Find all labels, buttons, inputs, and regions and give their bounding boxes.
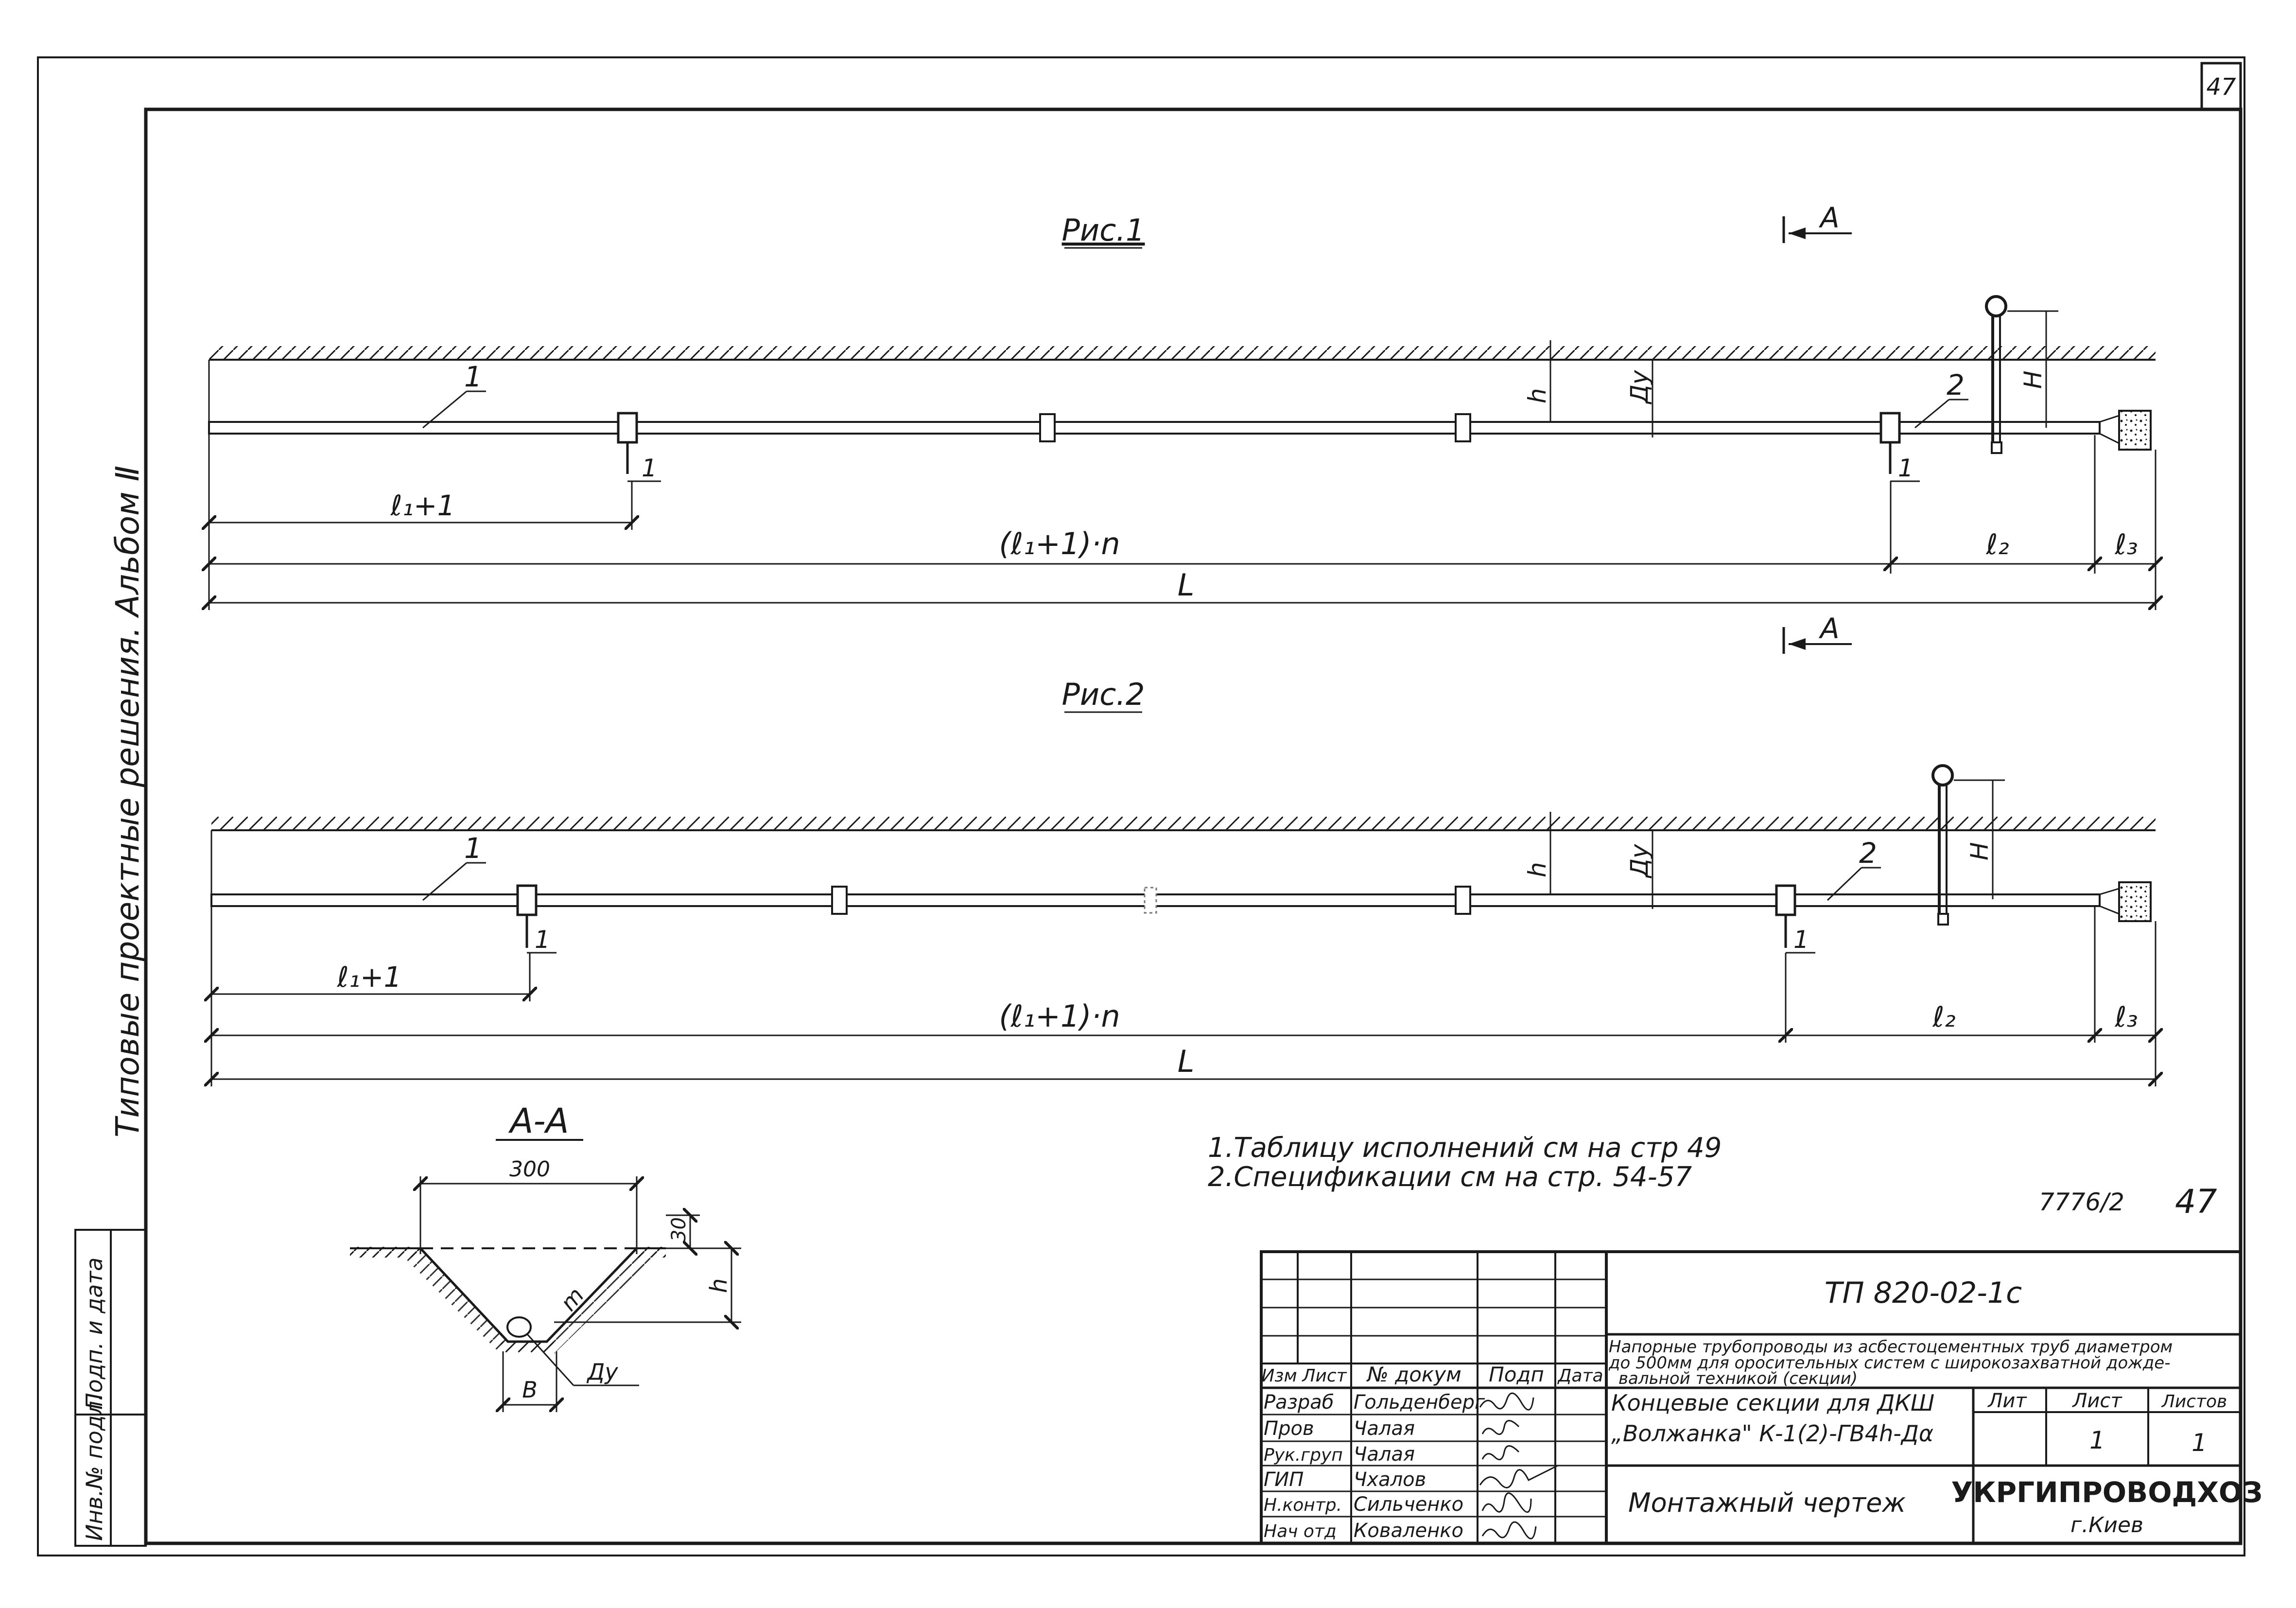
fig2-ground-hatch xyxy=(211,817,2156,830)
fig2-dim-total-n: (ℓ₁+1)·n xyxy=(999,998,1120,1034)
tb-name: Сильченко xyxy=(1354,1493,1463,1516)
tb-role: Н.контр. xyxy=(1264,1495,1342,1515)
tb-doc-code: ТП 820-02-1с xyxy=(1825,1276,2022,1310)
fig1-coupling xyxy=(1879,412,1901,444)
tb-description-1: Напорные трубопроводы из асбестоцементны… xyxy=(1609,1337,2173,1357)
tb-list-value: 1 xyxy=(2089,1426,2105,1454)
fig2-dim-l1: ℓ₁+1 xyxy=(337,961,402,994)
fig1-ground-hatch xyxy=(209,346,2156,360)
fig1-title: Рис.1 xyxy=(1062,212,1145,248)
signatures xyxy=(1479,1392,1558,1539)
fig1-coupling xyxy=(1455,413,1471,442)
tb-listov-value: 1 xyxy=(2192,1429,2207,1457)
tb-name: Чхалов xyxy=(1354,1468,1426,1491)
fig1-coupling xyxy=(1039,413,1056,442)
fig1-coupling xyxy=(617,412,638,444)
tb-name: Гольденберг xyxy=(1354,1391,1485,1414)
fig1-section-mark-bottom: А xyxy=(1818,612,1840,645)
fig2-coupling xyxy=(1775,884,1796,916)
notes: 1.Таблицу исполнений см на стр 49 2.Спец… xyxy=(1208,1132,1722,1193)
tb-organization: УКРГИПРОВОДХОЗ xyxy=(1951,1476,2263,1509)
section-aa: А-А 300 30 h m B Ду xyxy=(350,1101,741,1412)
section-aa-pipe xyxy=(506,1316,532,1338)
page-number: 47 xyxy=(2206,73,2236,101)
tb-drawing-type: Монтажный чертеж xyxy=(1628,1487,1906,1518)
fig2-pos1: 1 xyxy=(464,832,482,865)
fig2-dim-L: L xyxy=(1178,1044,1195,1079)
tb-name: Коваленко xyxy=(1354,1520,1463,1542)
stamp-podp-data: Подп. и дата xyxy=(81,1258,107,1410)
fig2-dim-l3: ℓ₃ xyxy=(2114,1000,2138,1033)
section-aa-label-h: h xyxy=(705,1278,732,1293)
fig1-dim-l1: ℓ₁+1 xyxy=(390,489,455,522)
tb-lit-label: Лит xyxy=(1987,1390,2027,1412)
section-aa-width: 300 xyxy=(509,1157,550,1182)
tb-name: Чалая xyxy=(1354,1443,1415,1466)
fig2-label-H: H xyxy=(1966,842,1994,860)
figure-1: Рис.1 А h Ду H xyxy=(209,201,2156,654)
tb-col-list: Лист xyxy=(1301,1366,1347,1386)
fig2-dim-l2: ℓ₂ xyxy=(1932,1000,1955,1033)
tb-sheet-title-1: Концевые секции для ДКШ xyxy=(1611,1390,1934,1416)
fig1-label-h: h xyxy=(1523,388,1551,403)
album-note: Типовые проектные решения. Альбом Ⅱ xyxy=(109,466,146,1137)
fig2-pos2: 2 xyxy=(1859,837,1877,870)
fig2-thrust-block xyxy=(2118,881,2152,922)
fig1-dim-l3: ℓ₃ xyxy=(2114,528,2138,561)
fig2-title: Рис.2 xyxy=(1062,677,1145,712)
tb-name: Чалая xyxy=(1354,1417,1415,1440)
tb-role: ГИП xyxy=(1264,1468,1304,1491)
tb-col-podp: Подп xyxy=(1489,1363,1544,1386)
fig2-clamp-label: 1 xyxy=(535,926,550,954)
title-block: Изм Лист № докум Подп Дата Разраб Гольде… xyxy=(1260,1250,2263,1545)
fig1-dim-L: L xyxy=(1178,567,1195,603)
section-aa-label-B: B xyxy=(522,1377,538,1403)
figure-2: Рис.2 h Ду H 1 2 xyxy=(211,677,2156,1086)
tb-role: Пров xyxy=(1264,1417,1314,1440)
section-aa-title: А-А xyxy=(508,1101,569,1141)
fig1-label-du: Ду xyxy=(1625,369,1653,404)
archive-number: 7776/2 xyxy=(2039,1188,2124,1216)
fig1-clamp-label: 1 xyxy=(642,454,657,482)
tb-description-3: вальной техникой (секции) xyxy=(1618,1369,1858,1388)
tb-city: г.Киев xyxy=(2070,1513,2143,1538)
fig2-coupling xyxy=(516,884,538,916)
fig1-section-mark-top: А xyxy=(1818,201,1840,234)
fig1-thrust-block xyxy=(2118,410,2152,451)
fig1-pos1: 1 xyxy=(464,360,482,393)
note-2: 2.Спецификации см на стр. 54-57 xyxy=(1208,1161,1692,1193)
fig1-pos2: 2 xyxy=(1947,368,1965,402)
tb-description-2: до 500мм для оросительных систем с широк… xyxy=(1608,1353,2170,1373)
fig2-label-du: Ду xyxy=(1625,843,1653,878)
note-1: 1.Таблицу исполнений см на стр 49 xyxy=(1208,1132,1722,1164)
left-stamp: Инв.№ подл. Подп. и дата xyxy=(74,1229,147,1547)
fig1-dim-l2: ℓ₂ xyxy=(1985,528,2009,561)
section-aa-depth: 30 xyxy=(668,1217,690,1242)
tb-sheet-title-2: „Волжанка" К-1(2)-ГВ4h-Дα xyxy=(1611,1420,1933,1447)
tb-listov-label: Листов xyxy=(2161,1392,2227,1412)
stamp-inv-podl: Инв.№ подл. xyxy=(81,1394,107,1541)
fig2-coupling xyxy=(1455,886,1471,915)
section-aa-label-du: Ду xyxy=(586,1359,618,1385)
fig2-coupling xyxy=(831,886,848,915)
fig1-dim-total-n: (ℓ₁+1)·n xyxy=(999,526,1120,561)
tb-role: Разраб xyxy=(1264,1391,1334,1414)
tb-role: Рук.груп xyxy=(1264,1445,1343,1465)
tb-col-dokum: № докум xyxy=(1366,1363,1461,1386)
fig2-label-h: h xyxy=(1523,862,1551,877)
tb-col-izm: Изм xyxy=(1261,1366,1297,1386)
sheet-frame xyxy=(37,56,2245,1556)
tb-list-label: Лист xyxy=(2071,1390,2122,1412)
tb-col-data: Дата xyxy=(1557,1366,1603,1386)
fig2-coupling xyxy=(1144,887,1157,914)
fig2-clamp-label-right: 1 xyxy=(1793,926,1809,954)
tb-role: Нач отд xyxy=(1264,1521,1337,1541)
fig1-clamp-label-right: 1 xyxy=(1898,454,1913,482)
fig1-label-H: H xyxy=(2019,370,2047,389)
fig1-pipe xyxy=(208,421,2101,435)
archive-page: 47 xyxy=(2175,1183,2217,1221)
